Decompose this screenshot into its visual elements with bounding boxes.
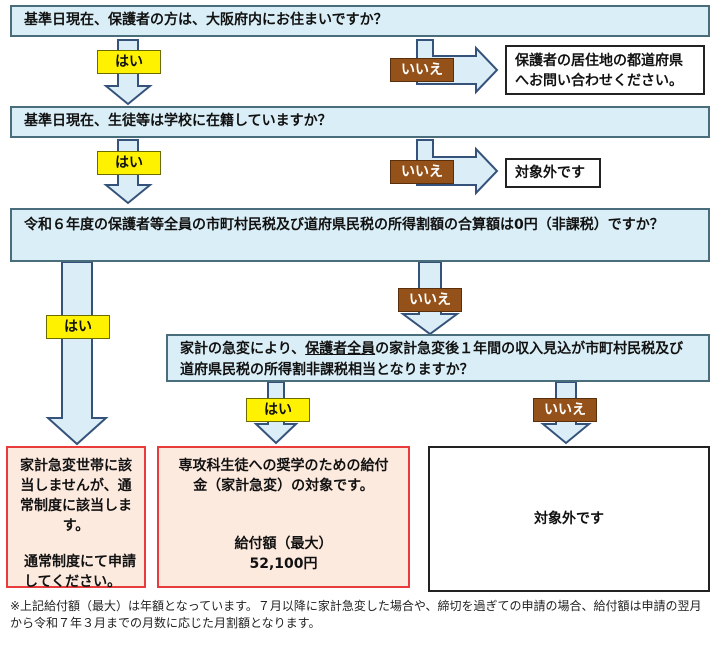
question-2-box: 基準日現在、生徒等は学校に在籍していますか？ bbox=[10, 106, 710, 138]
result-regular-system: 家計急変世帯に該当しませんが、通常制度に該当します。 通常制度にて申請してくださ… bbox=[6, 446, 146, 590]
no-label-q4: いいえ bbox=[533, 398, 597, 422]
result-eligible-emergency: 専攻科生徒への奨学のための給付金（家計急変）の対象です。 給付額（最大） 52,… bbox=[157, 446, 410, 588]
question-3-box: 令和６年度の保護者等全員の市町村民税及び道府県民税の所得割額の合算額は0円（非課… bbox=[10, 208, 710, 262]
arrow-q3-left-down bbox=[45, 261, 109, 446]
question-4-underlined: 保護者全員 bbox=[305, 341, 376, 357]
result-eligible-emergency-title: 専攻科生徒への奨学のための給付金（家計急変）の対象です。 bbox=[178, 458, 389, 494]
result-eligible-emergency-amount-label: 給付額（最大） bbox=[234, 536, 333, 552]
yes-label-q2: はい bbox=[97, 151, 161, 175]
result-eligible-emergency-amount: 52,100円 bbox=[249, 556, 318, 572]
outcome-contact-prefecture-text: 保護者の居住地の都道府県へお問い合わせください。 bbox=[515, 53, 683, 89]
question-4-text-a: 家計の急変により、 bbox=[180, 341, 306, 357]
outcome-not-eligible-q2: 対象外です bbox=[505, 158, 601, 188]
question-4-box: 家計の急変により、保護者全員の家計急変後１年間の収入見込が市町村民税及び道府県民… bbox=[166, 334, 710, 382]
result-not-eligible: 対象外です bbox=[428, 446, 710, 592]
no-label-q2: いいえ bbox=[390, 160, 454, 184]
yes-label-q1: はい bbox=[97, 50, 161, 74]
yes-label-q4: はい bbox=[246, 398, 310, 422]
result-not-eligible-text: 対象外です bbox=[534, 511, 604, 527]
no-label-q3: いいえ bbox=[398, 288, 462, 312]
footnote: ※上記給付額（最大）は年額となっています。７月以降に家計急変した場合や、締切を過… bbox=[10, 599, 702, 630]
yes-label-q3: はい bbox=[46, 315, 110, 339]
outcome-not-eligible-q2-text: 対象外です bbox=[515, 165, 585, 181]
question-1-box: 基準日現在、保護者の方は、大阪府内にお住まいですか？ bbox=[10, 5, 710, 37]
result-regular-system-line1: 家計急変世帯に該当しませんが、通常制度に該当します。 bbox=[20, 458, 132, 534]
no-label-q1: いいえ bbox=[390, 58, 454, 82]
question-1-text: 基準日現在、保護者の方は、大阪府内にお住まいですか？ bbox=[24, 12, 388, 28]
outcome-contact-prefecture: 保護者の居住地の都道府県へお問い合わせください。 bbox=[505, 45, 705, 95]
question-4-text-b: の家計急変後１年間の収入見込が市町村民税及び道府県民税の所得割非課税相当となりま… bbox=[180, 341, 684, 378]
question-2-text: 基準日現在、生徒等は学校に在籍していますか？ bbox=[24, 113, 332, 129]
result-regular-system-line2: 通常制度にて申請してください。 bbox=[24, 554, 136, 590]
question-3-text: 令和６年度の保護者等全員の市町村民税及び道府県民税の所得割額の合算額は0円（非課… bbox=[24, 217, 664, 233]
